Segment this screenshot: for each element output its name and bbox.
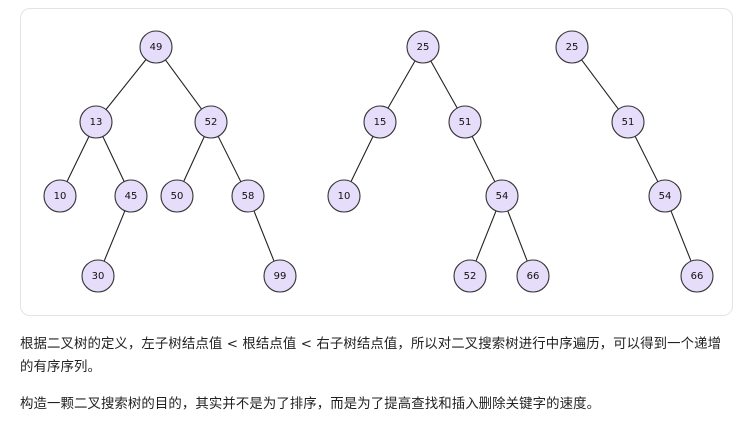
tree-edge — [670, 210, 692, 262]
node-label: 52 — [205, 117, 218, 128]
tree-edge — [66, 136, 90, 182]
node-label: 54 — [496, 191, 509, 202]
paragraph-purpose: 构造一颗二叉搜索树的目的，其实并不是为了排序，而是为了提高查找和插入删除关键字的… — [20, 397, 601, 412]
tree-node: 52 — [194, 105, 228, 139]
node-label: 51 — [459, 117, 472, 128]
tree-node: 52 — [453, 259, 487, 293]
tree-edge — [387, 60, 416, 109]
node-label: 99 — [274, 271, 287, 282]
node-circle — [160, 179, 194, 213]
node-label: 58 — [242, 191, 255, 202]
node-label: 51 — [622, 117, 635, 128]
tree-node: 45 — [114, 179, 148, 213]
node-label: 49 — [150, 42, 163, 53]
tree-edge — [350, 136, 374, 182]
node-circle — [79, 105, 113, 139]
tree-node: 10 — [43, 179, 77, 213]
node-circle — [485, 179, 519, 213]
node-circle — [648, 179, 682, 213]
node-label: 66 — [691, 271, 704, 282]
tree-edge — [103, 210, 126, 262]
node-label: 13 — [90, 117, 103, 128]
node-label: 30 — [92, 271, 105, 282]
tree-edge — [471, 136, 496, 182]
tree-node: 99 — [263, 259, 297, 293]
tree-node: 51 — [448, 105, 482, 139]
node-circle — [43, 179, 77, 213]
node-label: 15 — [374, 117, 387, 128]
node-label: 25 — [417, 42, 430, 53]
tree-edge — [581, 59, 619, 110]
tree-edge — [507, 210, 528, 262]
tree-node: 50 — [160, 179, 194, 213]
tree-node: 54 — [648, 179, 682, 213]
tree-edge — [634, 136, 659, 182]
tree-edge — [102, 136, 125, 182]
tree-node: 66 — [516, 259, 550, 293]
node-circle — [555, 30, 589, 64]
tree-2: 25 15 51 10 54 52 66 — [327, 30, 550, 293]
node-label: 66 — [527, 271, 540, 282]
node-circle — [453, 259, 487, 293]
paragraph-inorder: 根据二叉树的定义，左子树结点值 < 根结点值 < 右子树结点值，所以对二叉搜索树… — [20, 337, 722, 375]
tree-1: 49 13 52 10 45 50 58 30 99 — [43, 30, 297, 293]
node-circle — [139, 30, 173, 64]
tree-node: 15 — [363, 105, 397, 139]
node-circle — [448, 105, 482, 139]
node-circle — [363, 105, 397, 139]
tree-node: 58 — [231, 179, 265, 213]
node-label: 45 — [125, 191, 138, 202]
tree-edge — [475, 210, 497, 262]
node-label: 50 — [171, 191, 184, 202]
tree-node: 25 — [406, 30, 440, 64]
bst-diagram: 49 13 52 10 45 50 58 30 99 25 15 51 10 54 52 66 25 51 54 66 — [43, 30, 714, 293]
node-circle — [611, 105, 645, 139]
node-label: 10 — [338, 191, 351, 202]
node-circle — [231, 179, 265, 213]
node-circle — [327, 179, 361, 213]
tree-node: 13 — [79, 105, 113, 139]
node-circle — [81, 259, 115, 293]
bst-figure: 49 13 52 10 45 50 58 30 99 25 15 51 10 54 52 66 25 51 54 66 — [20, 8, 733, 316]
tree-node: 66 — [680, 259, 714, 293]
node-circle — [194, 105, 228, 139]
tree-edge — [105, 59, 147, 110]
tree-node: 49 — [139, 30, 173, 64]
node-label: 54 — [659, 191, 672, 202]
tree-edge — [183, 136, 205, 182]
node-circle — [680, 259, 714, 293]
tree-node: 25 — [555, 30, 589, 64]
tree-edge — [430, 60, 458, 109]
node-circle — [516, 259, 550, 293]
node-circle — [406, 30, 440, 64]
tree-node: 54 — [485, 179, 519, 213]
tree-edge — [253, 210, 275, 262]
tree-edge — [165, 59, 202, 110]
tree-3: 25 51 54 66 — [555, 30, 714, 293]
node-circle — [114, 179, 148, 213]
tree-node: 30 — [81, 259, 115, 293]
tree-node: 51 — [611, 105, 645, 139]
tree-edge — [217, 136, 242, 182]
node-label: 25 — [566, 42, 579, 53]
node-circle — [263, 259, 297, 293]
node-label: 10 — [54, 191, 67, 202]
tree-node: 10 — [327, 179, 361, 213]
node-label: 52 — [464, 271, 477, 282]
